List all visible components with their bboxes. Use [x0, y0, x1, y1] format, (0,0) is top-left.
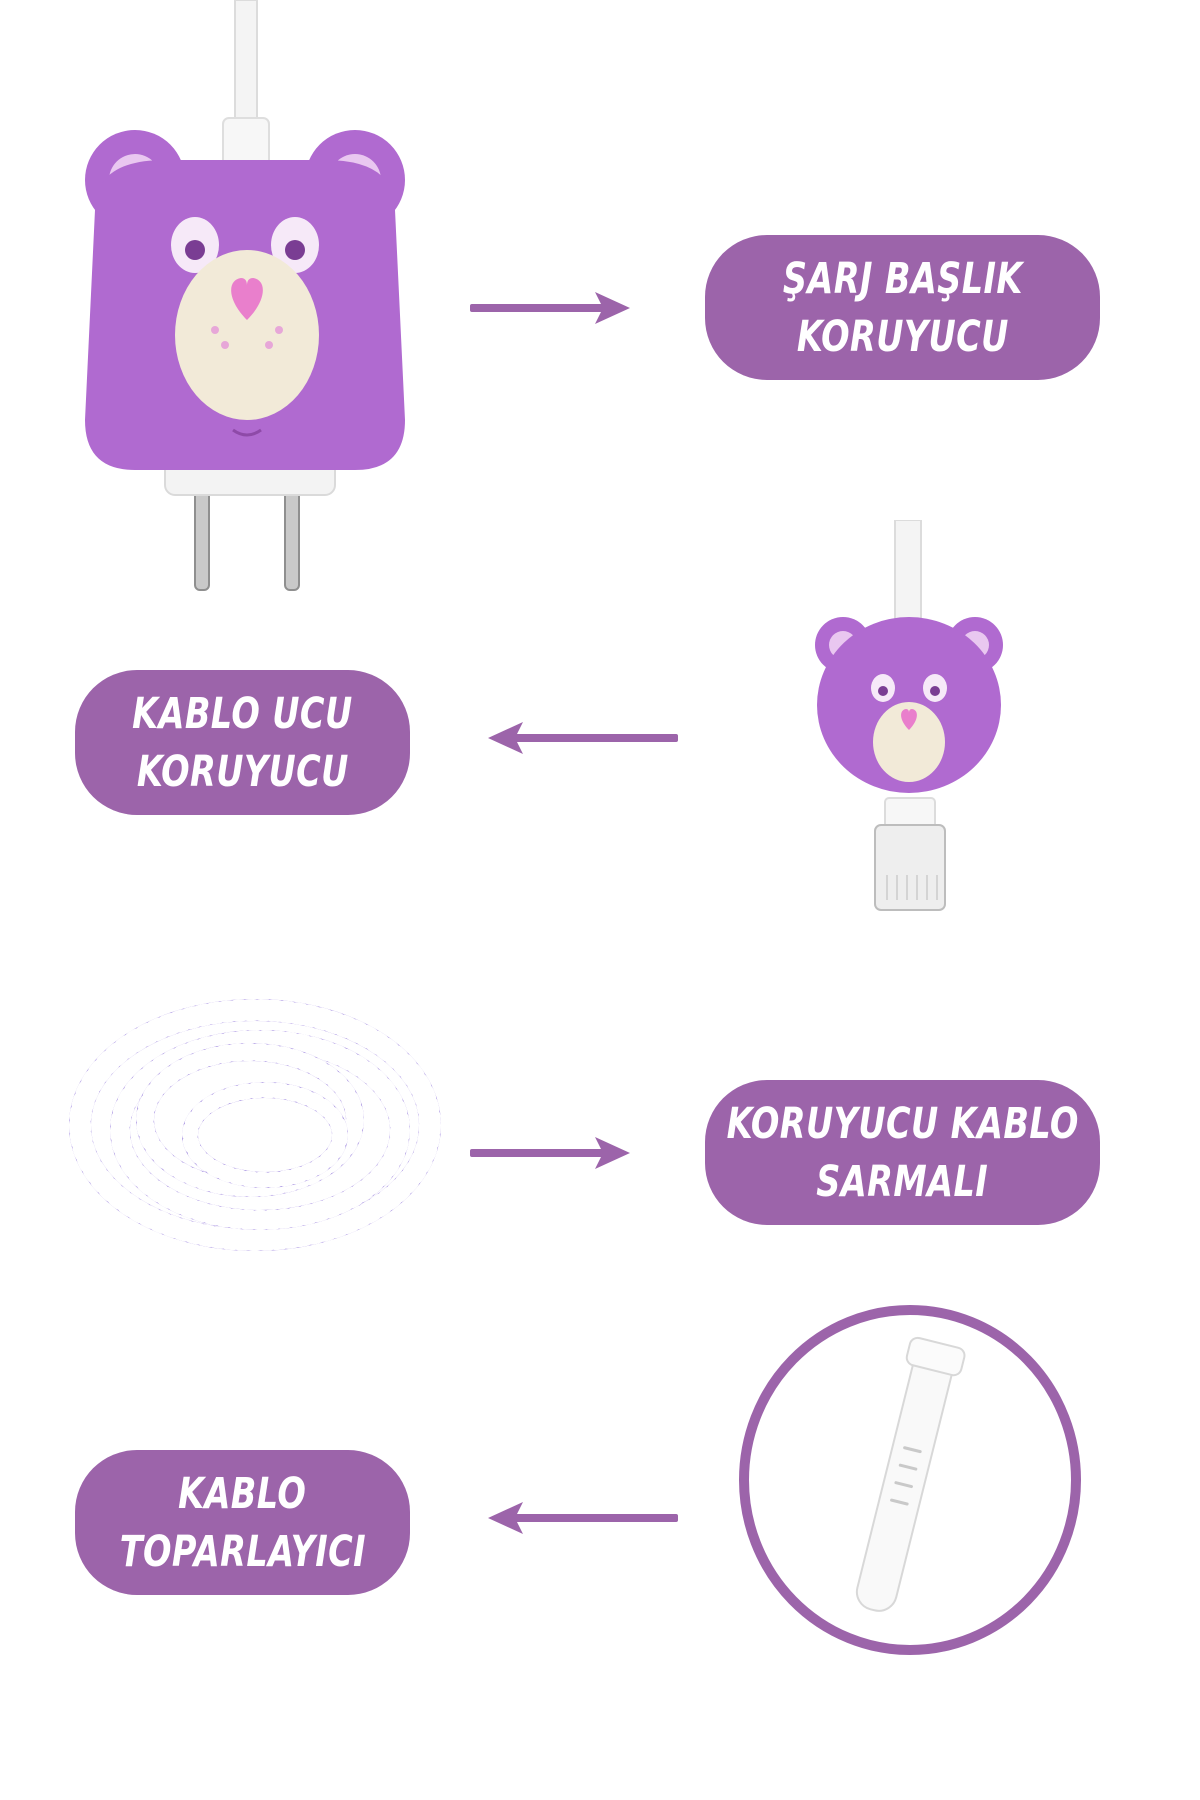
label-line: KABLO UCU [132, 688, 353, 739]
label-pill-cable-organizer: KABLO TOPARLAYICI [75, 1450, 410, 1595]
label-line: ŞARJ BAŞLIK [782, 253, 1023, 304]
cable-organizer-strap-image [739, 1305, 1081, 1655]
label-pill-cable-spiral: KORUYUCU KABLO SARMALI [705, 1080, 1100, 1225]
label-line: KORUYUCU [796, 311, 1009, 362]
label-pill-charger-protector: ŞARJ BAŞLIK KORUYUCU [705, 235, 1100, 380]
bear-cable-end-protector-image [815, 520, 1003, 911]
label-line: KORUYUCU KABLO [726, 1098, 1079, 1149]
arrow-left-icon [488, 722, 678, 754]
arrow-right-icon [470, 1137, 630, 1169]
label-pill-cable-end-protector: KABLO UCU KORUYUCU [75, 670, 410, 815]
arrow-right-icon [470, 292, 630, 324]
label-line: KABLO [178, 1468, 307, 1519]
label-line: SARMALI [816, 1156, 989, 1207]
cable-spiral-coil-image [69, 999, 441, 1251]
bear-charger-protector-image [85, 0, 405, 591]
label-line: TOPARLAYICI [119, 1526, 366, 1577]
arrow-left-icon [488, 1502, 678, 1534]
label-line: KORUYUCU [136, 746, 349, 797]
